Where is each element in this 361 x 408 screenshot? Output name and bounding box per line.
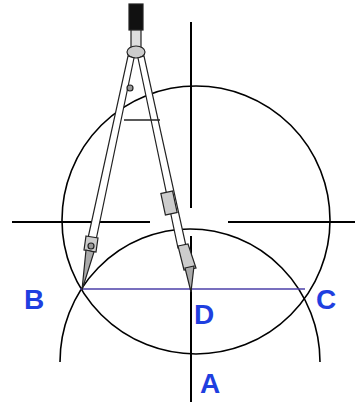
point-label: C: [316, 286, 336, 314]
horizontal-axis: [228, 221, 355, 223]
compass: [82, 4, 196, 292]
horizontal-axis: [12, 221, 150, 223]
point-label: D: [194, 301, 214, 329]
chord-bc: [80, 288, 305, 290]
vertical-axis: [190, 22, 192, 208]
large-circle: [62, 86, 330, 354]
point-label: B: [24, 286, 44, 314]
point-label: A: [200, 370, 220, 398]
